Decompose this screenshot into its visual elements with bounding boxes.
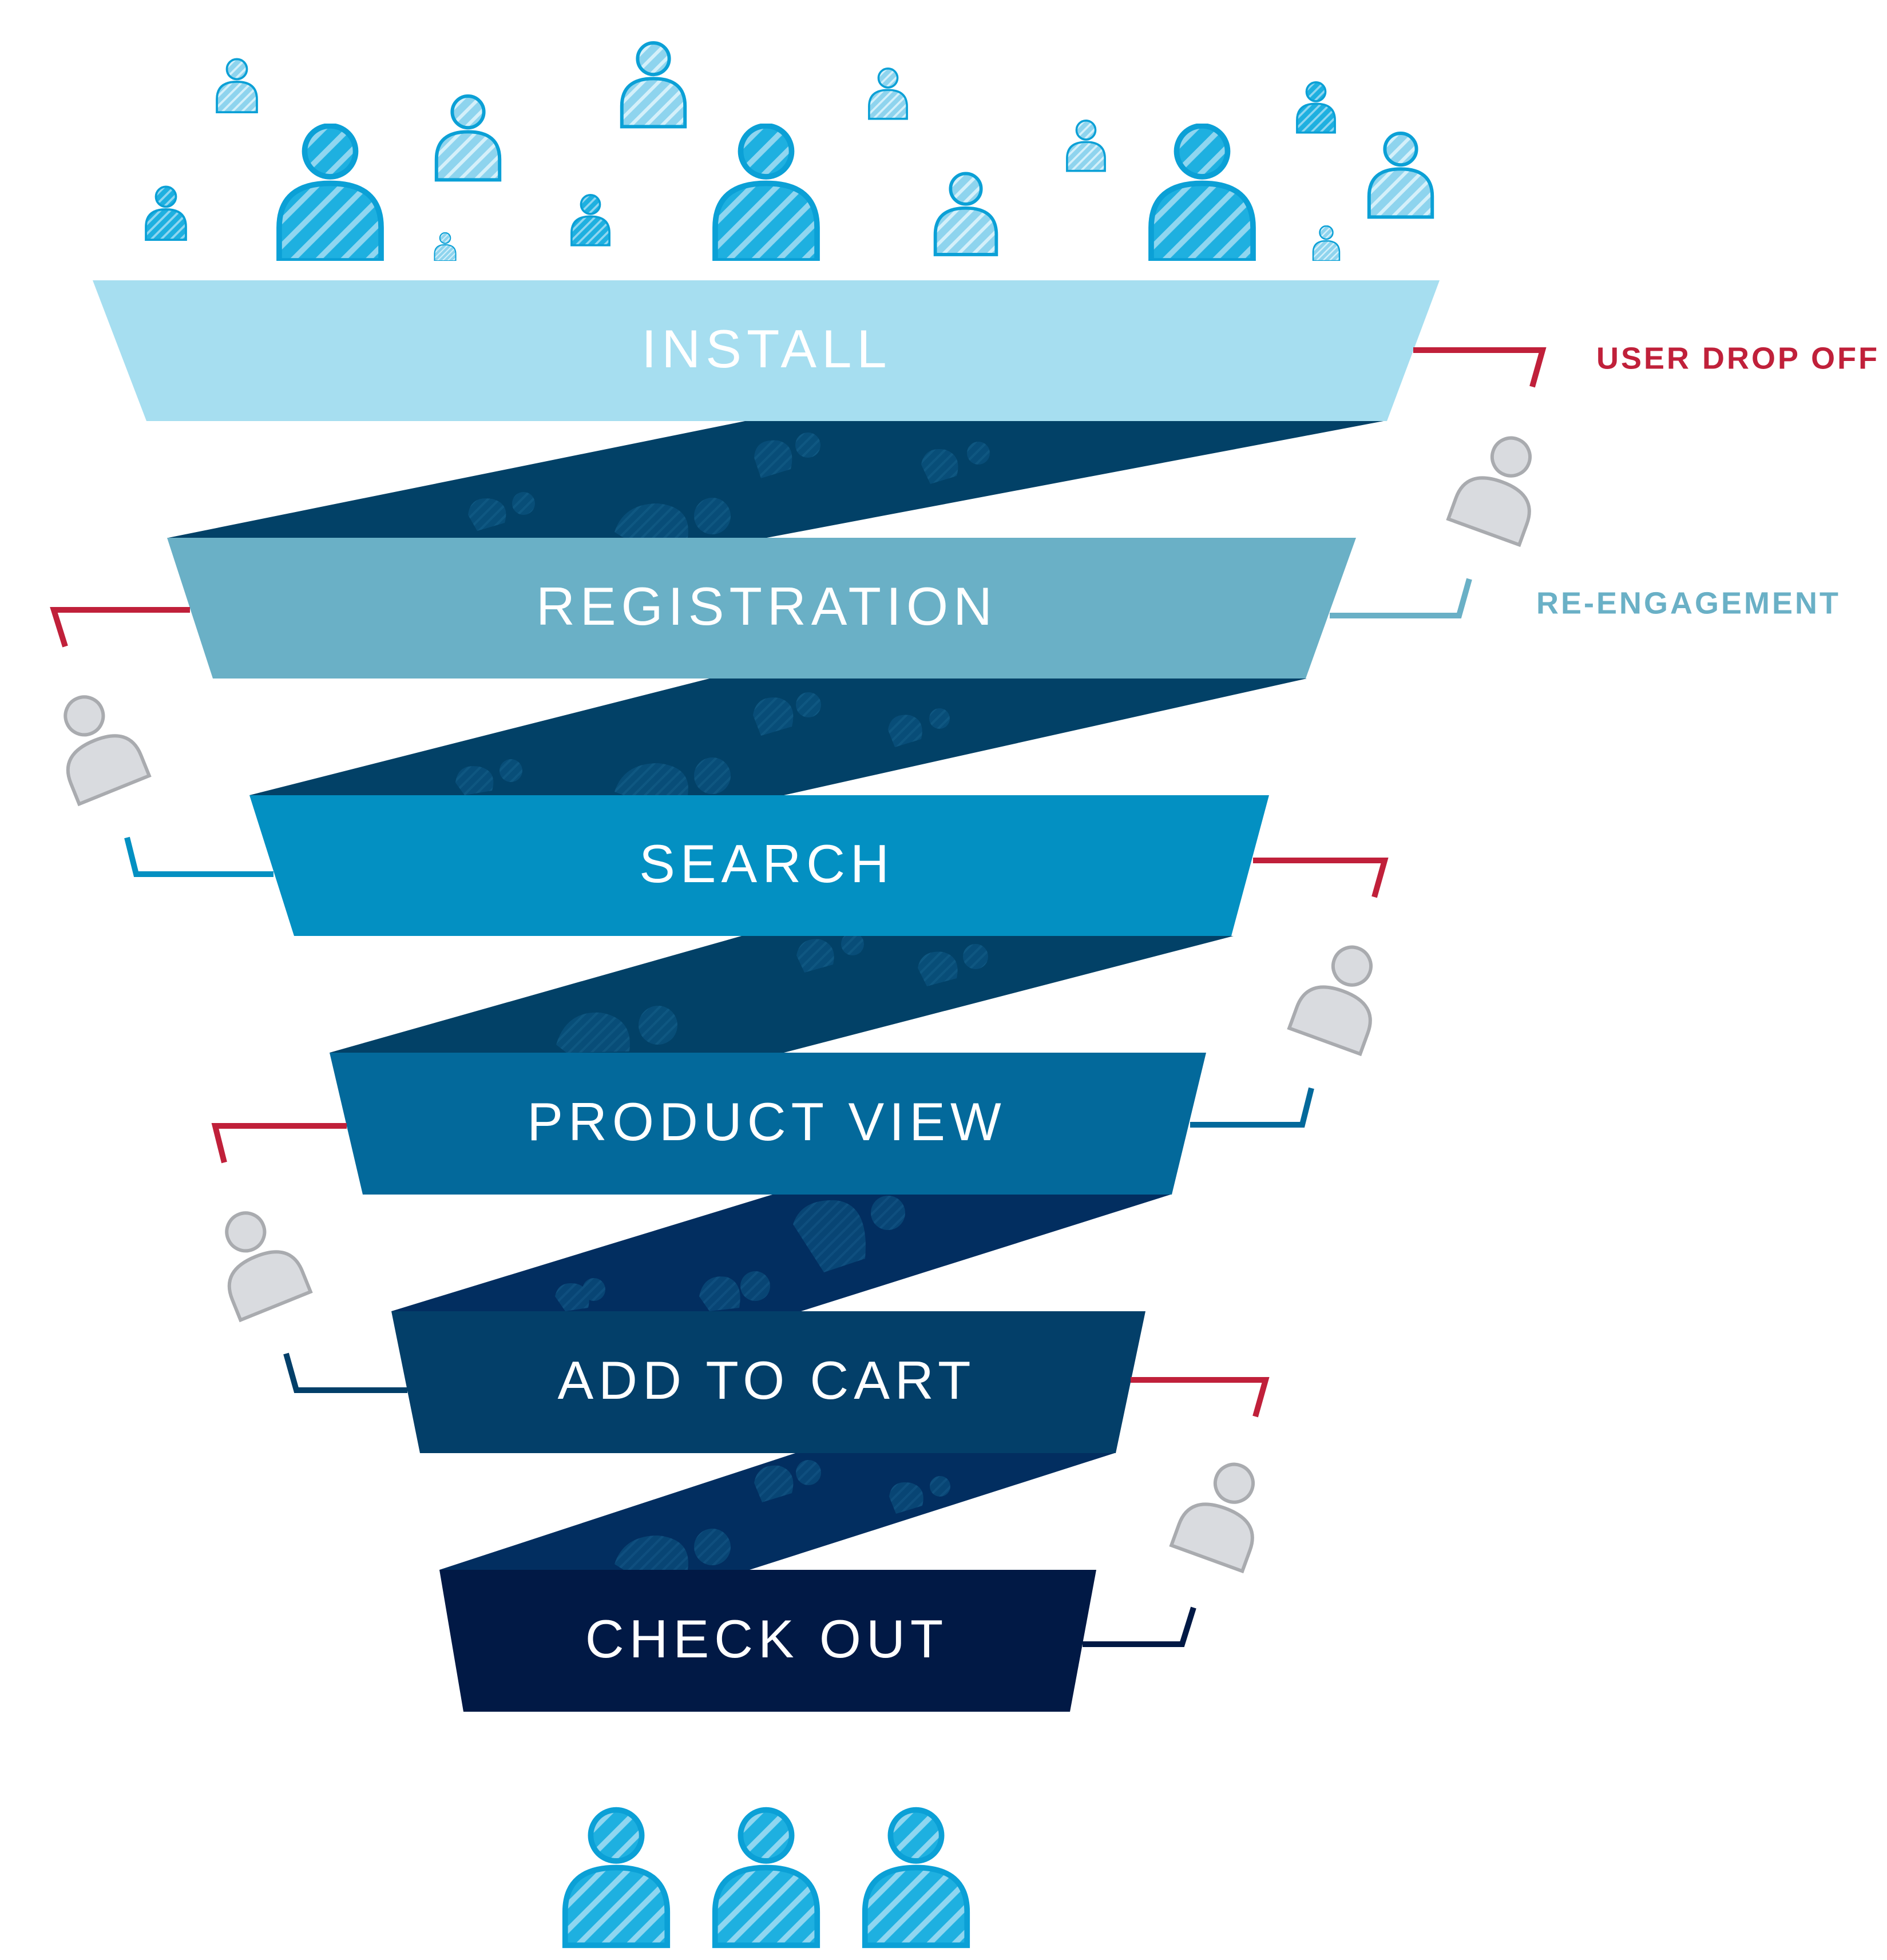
stage-label: CHECK OUT xyxy=(585,1609,949,1669)
user-icon xyxy=(279,126,381,261)
connector-install-registration xyxy=(168,421,1383,538)
stage-registration: REGISTRATION xyxy=(167,538,1356,679)
stage-check-out: CHECK OUT xyxy=(439,1570,1096,1712)
user-icon xyxy=(217,59,257,112)
connector-productview-addtocart xyxy=(391,1195,1171,1311)
faint-user-icon xyxy=(615,1529,731,1570)
stage-label: SEARCH xyxy=(639,834,894,894)
faint-user-icon xyxy=(455,759,522,795)
user-icon xyxy=(1297,82,1335,133)
user-icon xyxy=(1151,126,1253,261)
user-icon xyxy=(715,126,817,261)
faint-user-icon xyxy=(555,1278,605,1311)
dropped-user-icon xyxy=(1289,935,1394,1054)
stage-label: INSTALL xyxy=(641,319,891,379)
stage-install: INSTALL xyxy=(93,280,1440,421)
dropped-user-icon xyxy=(1171,1453,1276,1571)
user-icon xyxy=(622,43,685,126)
funnel-stages: INSTALL REGISTRATION SEARCH PRODUCT VIEW ADD… xyxy=(93,280,1440,1712)
incoming-users xyxy=(146,43,1432,261)
stage-band xyxy=(439,1570,1096,1712)
re-engagement-bracket xyxy=(1190,1087,1314,1128)
drop-off-bracket xyxy=(211,1123,347,1164)
user-icon xyxy=(1067,121,1105,171)
faint-user-icon xyxy=(615,498,731,538)
stage-product-view: PRODUCT VIEW xyxy=(330,1053,1206,1195)
dropped-user-icon xyxy=(42,684,149,804)
drop-off-bracket xyxy=(1413,347,1547,388)
faint-user-icon xyxy=(468,492,535,531)
converted-users xyxy=(565,1810,967,1946)
stage-add-to-cart: ADD TO CART xyxy=(391,1311,1145,1453)
stage-label: REGISTRATION xyxy=(536,576,997,636)
connector-registration-search xyxy=(249,679,1307,795)
stage-band xyxy=(93,280,1440,421)
drop-off-bracket xyxy=(50,607,190,648)
user-icon xyxy=(572,195,609,245)
user-icon xyxy=(1369,133,1432,217)
stage-band xyxy=(391,1311,1145,1453)
faint-user-icon xyxy=(699,1271,770,1311)
stage-label: PRODUCT VIEW xyxy=(527,1092,1006,1152)
faint-user-icon xyxy=(754,433,820,478)
faint-user-icon xyxy=(918,944,988,986)
stage-band xyxy=(249,795,1269,936)
faint-user-icon xyxy=(556,1006,677,1053)
dropped-user-icon xyxy=(1448,426,1553,545)
user-icon xyxy=(146,187,186,240)
user-icon xyxy=(715,1810,817,1946)
legend-user-drop-off: USER DROP OFF xyxy=(1596,341,1880,375)
user-icon xyxy=(865,1810,967,1946)
faint-user-icon xyxy=(754,1460,821,1502)
legend-re-engagement: RE-ENGAGEMENT xyxy=(1536,586,1841,620)
faint-user-icon xyxy=(796,933,864,973)
flow-brackets xyxy=(50,347,1547,1647)
re-engagement-bracket xyxy=(124,836,273,877)
user-icon xyxy=(935,173,997,255)
faint-user-icon xyxy=(888,708,950,747)
re-engagement-bracket xyxy=(1083,1606,1196,1647)
funnel-connectors xyxy=(168,421,1383,1570)
faint-user-icon xyxy=(921,442,990,484)
stage-band xyxy=(167,538,1356,679)
drop-off-bracket xyxy=(1131,1377,1270,1418)
faint-user-icon xyxy=(753,692,821,736)
stage-search: SEARCH xyxy=(249,795,1269,936)
re-engagement-bracket xyxy=(1330,578,1472,618)
stage-band xyxy=(330,1053,1206,1195)
connector-search-productview xyxy=(330,936,1234,1053)
user-icon xyxy=(437,96,499,180)
dropped-user-icon xyxy=(204,1200,311,1320)
user-icon xyxy=(434,232,457,261)
faint-user-icon xyxy=(889,1476,950,1514)
user-icon xyxy=(565,1810,667,1946)
faint-user-icon xyxy=(793,1196,905,1272)
re-engagement-bracket xyxy=(283,1352,407,1393)
drop-off-bracket xyxy=(1253,858,1389,898)
stage-label: ADD TO CART xyxy=(557,1350,976,1410)
faint-user-icon xyxy=(615,757,731,795)
user-icon xyxy=(869,69,907,119)
user-icon xyxy=(1312,225,1341,261)
